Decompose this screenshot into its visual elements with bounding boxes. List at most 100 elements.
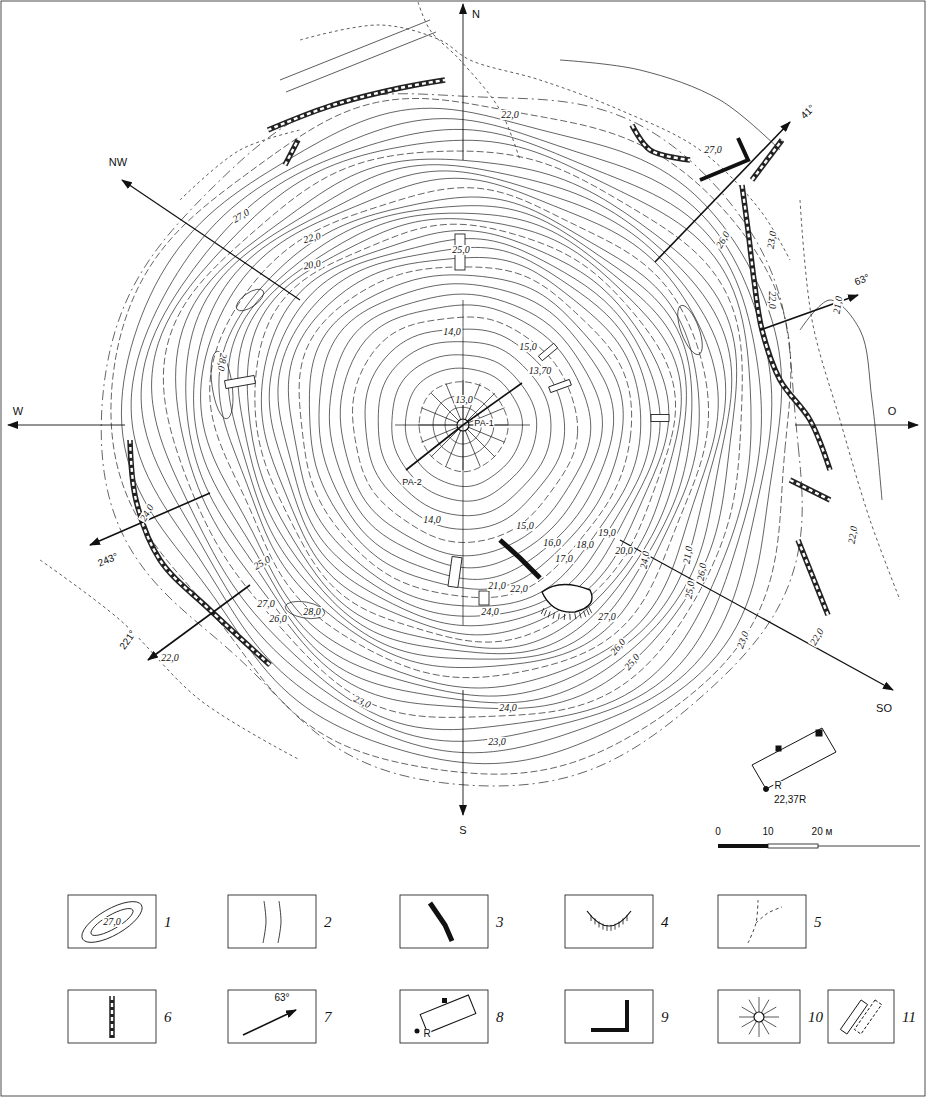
contour-line bbox=[365, 329, 565, 529]
legend-number: 2 bbox=[324, 914, 332, 929]
legend-sample bbox=[828, 990, 894, 1043]
pit-hatch bbox=[558, 614, 560, 620]
trench bbox=[549, 379, 572, 392]
legend-box bbox=[828, 990, 894, 1043]
contour-label: 25,0 bbox=[683, 580, 696, 601]
legend-sample bbox=[565, 895, 653, 948]
chain-line bbox=[268, 80, 445, 130]
pit-hatch bbox=[587, 609, 590, 615]
contour-label: 23,0 bbox=[487, 737, 507, 747]
scale-label: R bbox=[422, 1029, 431, 1039]
contour-label: 22,0 bbox=[500, 110, 520, 120]
sample-chain bbox=[109, 996, 115, 1038]
trench bbox=[651, 415, 669, 422]
direction-arrow bbox=[463, 690, 464, 815]
section-label: PA-2 bbox=[401, 478, 422, 487]
contour-line bbox=[247, 219, 681, 649]
survey-building bbox=[752, 728, 836, 792]
contour-label: 23,0 bbox=[735, 629, 751, 651]
l-mark bbox=[700, 138, 748, 180]
contour-label: 15,0 bbox=[518, 342, 538, 352]
chain-line-inner bbox=[632, 125, 690, 160]
contour-label: 21,0 bbox=[831, 295, 844, 316]
direction-arrow bbox=[122, 180, 300, 300]
contour-label: 21,0 bbox=[487, 581, 507, 591]
legend-box bbox=[400, 990, 488, 1043]
direction-arrow bbox=[8, 425, 125, 426]
contour-line bbox=[405, 368, 522, 486]
legend-number: 6 bbox=[164, 1009, 172, 1024]
direction-letter: S bbox=[458, 825, 467, 836]
scale-label: 20 м bbox=[811, 827, 834, 837]
scale-label: 10 bbox=[761, 827, 774, 837]
legend-number: 9 bbox=[661, 1009, 669, 1024]
legend-box bbox=[228, 990, 316, 1043]
legend-box bbox=[565, 895, 653, 948]
trench bbox=[538, 343, 557, 360]
pit-hatch bbox=[544, 610, 546, 616]
contour-label: 17,0 bbox=[554, 554, 574, 564]
pit-hatch bbox=[548, 612, 550, 618]
contour-label: 24,0 bbox=[638, 550, 651, 571]
contour-line bbox=[228, 206, 692, 659]
dotted-road bbox=[180, 130, 300, 200]
contour-label: 19,0 bbox=[597, 528, 617, 538]
legend-number: 11 bbox=[902, 1009, 916, 1024]
legend-sample bbox=[565, 990, 653, 1043]
benchmark-dot bbox=[764, 787, 769, 792]
sample-trench bbox=[854, 1000, 881, 1034]
contour-label: 26,0 bbox=[608, 636, 628, 657]
contour-line bbox=[210, 188, 709, 678]
contour-label: 27,0 bbox=[230, 207, 252, 225]
sample-hatch bbox=[599, 921, 600, 927]
legend-box bbox=[565, 990, 653, 1043]
scale-label: R bbox=[773, 781, 782, 791]
chain-lines bbox=[130, 80, 830, 665]
direction-arrow bbox=[463, 4, 464, 160]
trench bbox=[225, 375, 256, 388]
contour-label: 22,0 bbox=[160, 653, 180, 663]
direction-letter: NW bbox=[108, 157, 128, 168]
legend-sample bbox=[718, 990, 800, 1043]
contour-label: 21,0 bbox=[681, 545, 694, 566]
contour-label: 14,0 bbox=[422, 515, 442, 525]
contour-line bbox=[261, 231, 668, 635]
pit-hatch bbox=[583, 611, 585, 617]
outer-contour bbox=[800, 300, 882, 500]
trench bbox=[479, 591, 489, 605]
contour-label: 25,0 bbox=[622, 651, 642, 672]
legend-number: 8 bbox=[496, 1009, 504, 1024]
centre-marker bbox=[395, 300, 530, 625]
axis-line bbox=[463, 300, 464, 625]
direction-arrow bbox=[148, 585, 250, 660]
contour-line bbox=[309, 275, 623, 589]
contour-label: 22,0 bbox=[301, 231, 322, 246]
contour-label: 22,0 bbox=[808, 626, 826, 648]
contour-label: 23,0 bbox=[351, 693, 373, 710]
contour-line bbox=[278, 247, 651, 616]
contour-line bbox=[353, 317, 578, 542]
contour-line bbox=[319, 284, 614, 580]
contour-line bbox=[219, 197, 699, 668]
legend-number: 5 bbox=[814, 914, 822, 929]
road-edge bbox=[280, 20, 430, 80]
contour-line bbox=[378, 342, 551, 516]
legend-box bbox=[228, 895, 316, 948]
contour-label: 25,0 bbox=[251, 554, 273, 572]
contour-label: 26,0 bbox=[268, 614, 288, 624]
pit-hatch bbox=[579, 612, 581, 618]
contour-line bbox=[340, 305, 591, 556]
chain-line bbox=[798, 540, 828, 615]
contour-label: 20,0 bbox=[614, 546, 634, 556]
contour-line bbox=[176, 159, 737, 708]
legend-sample bbox=[400, 895, 488, 948]
contour-line bbox=[163, 151, 742, 717]
contour-line bbox=[131, 119, 772, 753]
contour-label: 22,0 bbox=[509, 584, 529, 594]
pit-hatch bbox=[589, 607, 592, 613]
section-line bbox=[406, 425, 463, 470]
contour-label: 28,0 bbox=[215, 352, 228, 373]
legend-number: 1 bbox=[164, 914, 172, 929]
contour-label: 24,0 bbox=[138, 502, 156, 524]
